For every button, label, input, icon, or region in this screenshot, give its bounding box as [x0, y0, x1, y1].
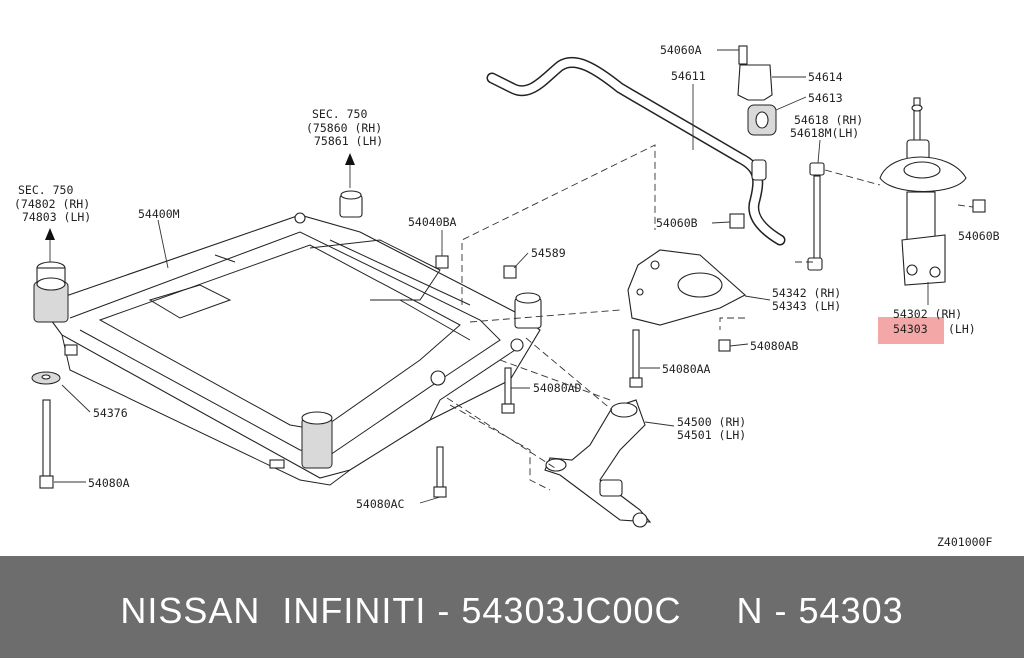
label-54080AB: 54080AB [750, 339, 799, 353]
label-54303-side: (LH) [948, 322, 976, 336]
label-54613: 54613 [808, 91, 843, 105]
label-74802: (74802 (RH) [14, 197, 90, 211]
label-54611: 54611 [671, 69, 706, 83]
label-74803: 74803 (LH) [22, 210, 91, 224]
label-54060B-right: 54060B [958, 229, 1000, 243]
parts-diagram: SEC. 750 (74802 (RH) 74803 (LH) SEC. 750… [14, 43, 1000, 549]
label-54080AC: 54080AC [356, 497, 405, 511]
stabilizer-link-54618 [807, 162, 825, 271]
label-54060B-left: 54060B [656, 216, 698, 230]
label-75860: (75860 (RH) [306, 121, 382, 135]
highlight-box-54303 [878, 317, 944, 344]
bracket-54614 [737, 45, 773, 101]
washer-54376 [31, 371, 61, 385]
label-54500: 54500 (RH) [677, 415, 746, 429]
footer-part-number: NISSAN INFINITI - 54303JC00C N - 54303 [120, 590, 904, 631]
subframe-54400M [39, 212, 541, 486]
label-54400M: 54400M [138, 207, 180, 221]
mount-front-right [514, 292, 542, 329]
bushing-54060B-left [729, 213, 745, 229]
bolt-54080AA [629, 329, 643, 388]
footer-banner: NISSAN INFINITI - 54303JC00C N - 54303 [0, 556, 1024, 658]
part-labels: SEC. 750 (74802 (RH) 74803 (LH) SEC. 750… [14, 43, 1000, 549]
nut-54040BA [435, 255, 449, 269]
nut-54589 [503, 265, 517, 279]
label-sec750-right: SEC. 750 [312, 107, 367, 121]
label-sec750-left: SEC. 750 [18, 183, 73, 197]
label-54080A: 54080A [88, 476, 130, 490]
strut-assembly-54303 [879, 97, 986, 286]
bolt-54080AC [433, 446, 447, 498]
nut-54080AB [718, 339, 731, 352]
label-54618M: 54618M(LH) [790, 126, 859, 140]
label-54614: 54614 [808, 70, 843, 84]
label-54589: 54589 [531, 246, 566, 260]
label-54302: 54302 (RH) [893, 307, 962, 321]
stabilizer-bar-54611 [486, 56, 786, 246]
bolt-54080A [39, 399, 54, 489]
label-54080AD: 54080AD [533, 381, 582, 395]
label-54501: 54501 (LH) [677, 428, 746, 442]
link-bracket-54342 [627, 249, 746, 326]
lower-arm-54500 [544, 399, 652, 528]
label-ref-code: Z401000F [937, 535, 992, 549]
label-54343: 54343 (LH) [772, 299, 841, 313]
label-54342: 54342 (RH) [772, 286, 841, 300]
label-54040BA: 54040BA [408, 215, 457, 229]
label-75861: 75861 (LH) [314, 134, 383, 148]
label-54618: 54618 (RH) [794, 113, 863, 127]
mount-left [33, 261, 69, 323]
leader-lines [54, 49, 929, 504]
label-54060A: 54060A [660, 43, 702, 57]
label-54376: 54376 [93, 406, 128, 420]
bushing-54613 [747, 104, 777, 136]
assembly-dashed-lines [446, 144, 974, 491]
mount-rear-top [339, 190, 363, 218]
mount-front-bottom [301, 411, 333, 469]
label-54303: 54303 [893, 322, 928, 336]
bolt-54080AD [501, 367, 515, 414]
arrow-sec750-right [345, 153, 355, 188]
label-54080AA: 54080AA [662, 362, 711, 376]
arrow-sec750-left [45, 228, 55, 262]
